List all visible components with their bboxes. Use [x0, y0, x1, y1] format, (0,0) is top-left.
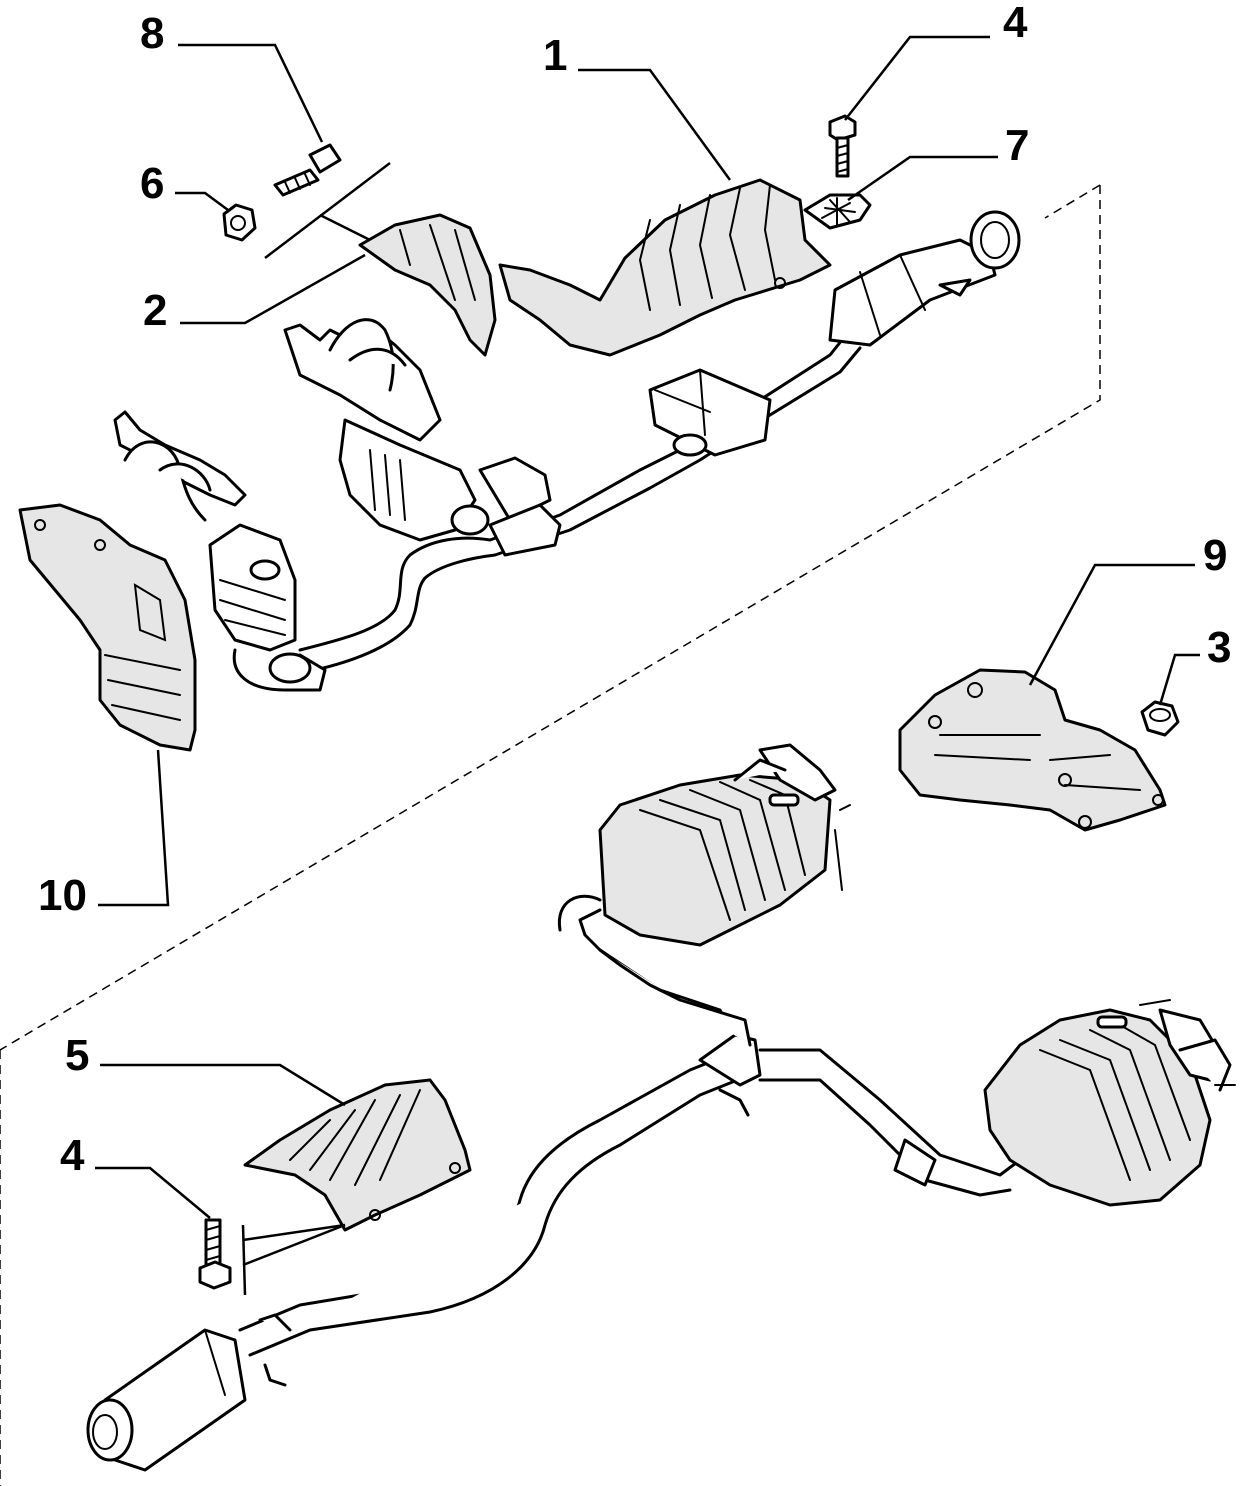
heat-shield-5 [243, 1078, 472, 1232]
heat-shield-1 [498, 178, 832, 357]
leader-7 [847, 155, 998, 202]
dashed-group-boundary [0, 184, 1101, 1486]
leader-4a [844, 35, 990, 121]
rear-exhaust-pipe [86, 743, 1236, 1472]
leader-2 [180, 253, 366, 325]
leader-8 [178, 43, 324, 143]
bolt-8 [273, 143, 342, 197]
callout-1: 1 [543, 31, 567, 80]
leader-9 [1028, 563, 1195, 686]
exhaust-manifold-right [283, 318, 490, 542]
nut-6 [222, 203, 257, 242]
leader-4b [95, 1166, 211, 1219]
callout-4-bottom: 4 [60, 1131, 85, 1180]
callout-5: 5 [65, 1031, 89, 1080]
leader-10 [98, 749, 170, 907]
bolt-4-top [828, 114, 857, 178]
front-exhaust-pipe [298, 210, 1021, 672]
leader-6 [175, 191, 229, 212]
callout-10: 10 [38, 871, 87, 920]
shield-5-mounting-line-c [242, 1223, 346, 1267]
callout-8: 8 [140, 9, 164, 58]
callout-labels: 1 2 3 4 4 5 6 7 8 9 10 [38, 0, 1231, 1180]
callout-7: 7 [1005, 121, 1029, 170]
bolt-4-bottom [198, 1218, 232, 1290]
callout-9: 9 [1203, 531, 1227, 580]
exhaust-manifold-left [113, 410, 327, 692]
callout-2: 2 [143, 286, 167, 335]
leader-1 [578, 68, 732, 181]
callout-6: 6 [140, 159, 164, 208]
shield-5-mounting-line-b [242, 1223, 346, 1242]
heat-shield-2 [358, 213, 497, 357]
callout-3: 3 [1207, 623, 1231, 672]
leader-3 [1158, 653, 1200, 706]
shield-2-mounting-line-b [319, 213, 371, 242]
callout-4-top: 4 [1003, 0, 1028, 47]
clip-7 [803, 193, 872, 230]
heat-shield-9 [898, 668, 1167, 832]
shield-5-mounting-line [241, 1224, 247, 1296]
leader-5 [100, 1063, 346, 1107]
heat-shield-10 [18, 503, 197, 752]
nut-3 [1140, 700, 1180, 737]
leader-lines [95, 35, 1200, 1219]
shield-2-mounting-line [264, 162, 391, 259]
